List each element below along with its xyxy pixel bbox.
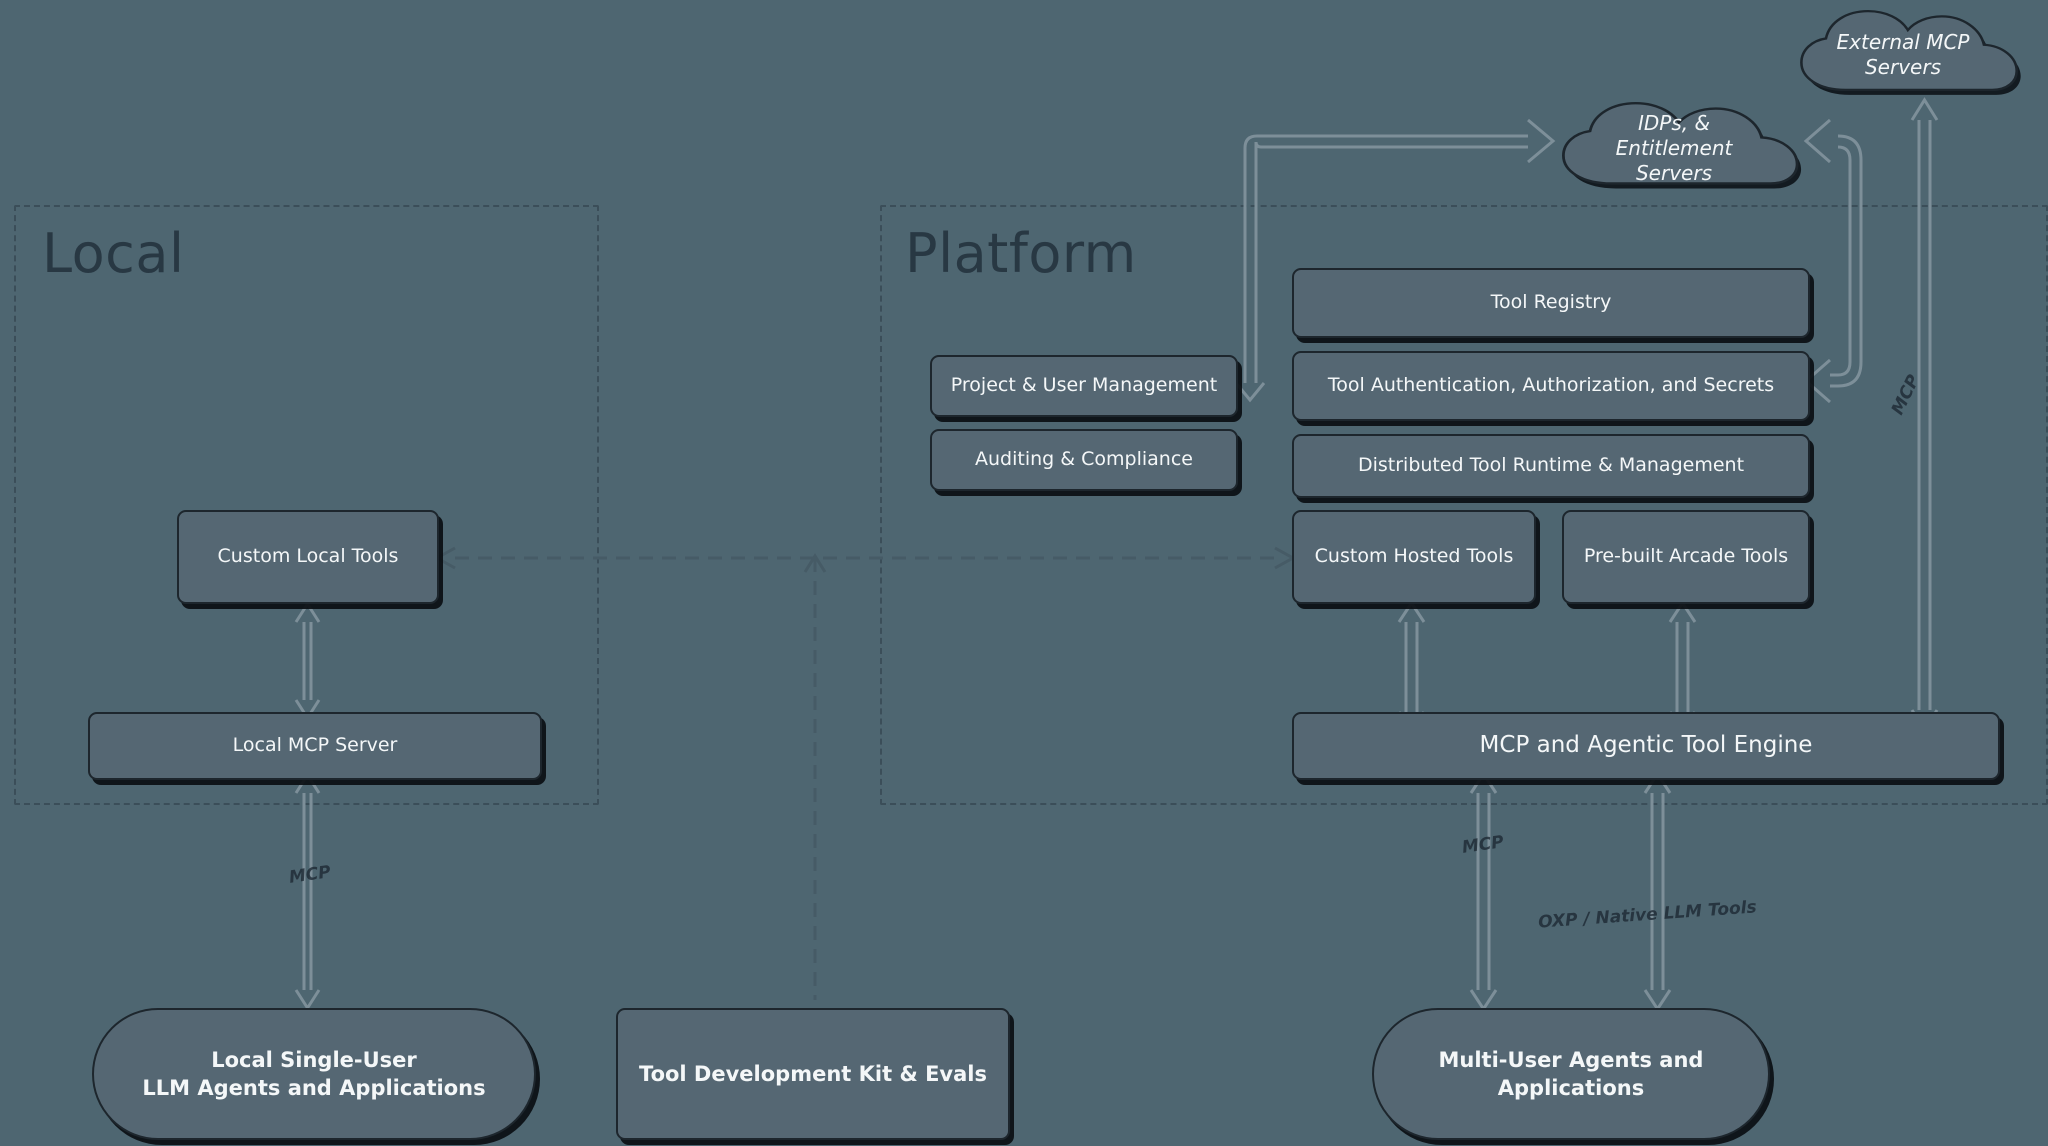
node-local-single-user-agents[interactable]: Local Single-User LLM Agents and Applica… <box>92 1008 536 1140</box>
node-tool-authentication[interactable]: Tool Authentication, Authorization, and … <box>1292 351 1810 421</box>
cloud-idps-entitlement-servers-label: IDPs, & Entitlement Servers <box>1615 110 1733 185</box>
node-multi-user-agents-line1: Multi-User Agents and <box>1438 1047 1704 1072</box>
zone-local <box>14 205 599 805</box>
node-mcp-agentic-tool-engine[interactable]: MCP and Agentic Tool Engine <box>1292 712 2000 780</box>
node-custom-hosted-tools[interactable]: Custom Hosted Tools <box>1292 510 1536 604</box>
node-tool-development-kit-label: Tool Development Kit & Evals <box>639 1061 987 1086</box>
node-local-agents-line1: Local Single-User <box>211 1047 417 1072</box>
cloud-idps-entitlement-servers[interactable]: IDPs, & Entitlement Servers <box>1538 100 1810 196</box>
cloud-shape-icon <box>1800 9 2021 95</box>
node-custom-hosted-tools-label: Custom Hosted Tools <box>1314 545 1514 568</box>
wire-engine-to-multiuser-oxp <box>1643 771 1672 1012</box>
node-local-mcp-server[interactable]: Local MCP Server <box>88 712 542 780</box>
edge-label-platform-mcp: MCP <box>1460 832 1506 858</box>
node-custom-local-tools-label: Custom Local Tools <box>217 545 399 568</box>
node-multi-user-agents-line2: Applications <box>1497 1076 1645 1100</box>
node-multi-user-agents[interactable]: Multi-User Agents and Applications <box>1372 1008 1770 1140</box>
cloud-shape-icon <box>1562 102 1802 189</box>
node-prebuilt-arcade-tools[interactable]: Pre-built Arcade Tools <box>1562 510 1810 604</box>
node-prebuilt-arcade-tools-label: Pre-built Arcade Tools <box>1583 545 1789 568</box>
node-tool-registry-label: Tool Registry <box>1490 291 1612 314</box>
edge-label-oxp-native-llm-tools: OXP / Native LLM Tools <box>1537 897 1758 933</box>
zone-platform-title: Platform <box>905 222 1137 285</box>
node-tool-registry[interactable]: Tool Registry <box>1292 268 1810 338</box>
node-local-mcp-server-label: Local MCP Server <box>232 734 398 757</box>
node-tool-development-kit[interactable]: Tool Development Kit & Evals <box>616 1008 1010 1140</box>
node-mcp-agentic-tool-engine-label: MCP and Agentic Tool Engine <box>1479 732 1813 759</box>
node-project-user-management-label: Project & User Management <box>950 374 1218 397</box>
node-distributed-tool-runtime[interactable]: Distributed Tool Runtime & Management <box>1292 434 1810 498</box>
wire-branch-to-tool-dev-kit <box>803 553 827 1000</box>
cloud-external-mcp-servers-label: External MCP Servers <box>1836 30 1970 79</box>
zone-local-title: Local <box>42 222 185 285</box>
node-custom-local-tools[interactable]: Custom Local Tools <box>177 510 439 604</box>
cloud-external-mcp-servers[interactable]: External MCP Servers <box>1778 8 2028 102</box>
node-project-user-management[interactable]: Project & User Management <box>930 355 1238 417</box>
wire-engine-to-multiuser-mcp <box>1469 771 1498 1012</box>
node-local-agents-line2: LLM Agents and Applications <box>142 1076 486 1100</box>
node-distributed-tool-runtime-label: Distributed Tool Runtime & Management <box>1357 454 1745 477</box>
node-auditing-compliance[interactable]: Auditing & Compliance <box>930 429 1238 491</box>
wire-local-mcp-server-to-local-agents <box>294 772 321 1011</box>
node-tool-authentication-label: Tool Authentication, Authorization, and … <box>1327 374 1775 397</box>
node-auditing-compliance-label: Auditing & Compliance <box>975 448 1193 471</box>
edge-label-local-mcp: MCP <box>287 862 333 888</box>
